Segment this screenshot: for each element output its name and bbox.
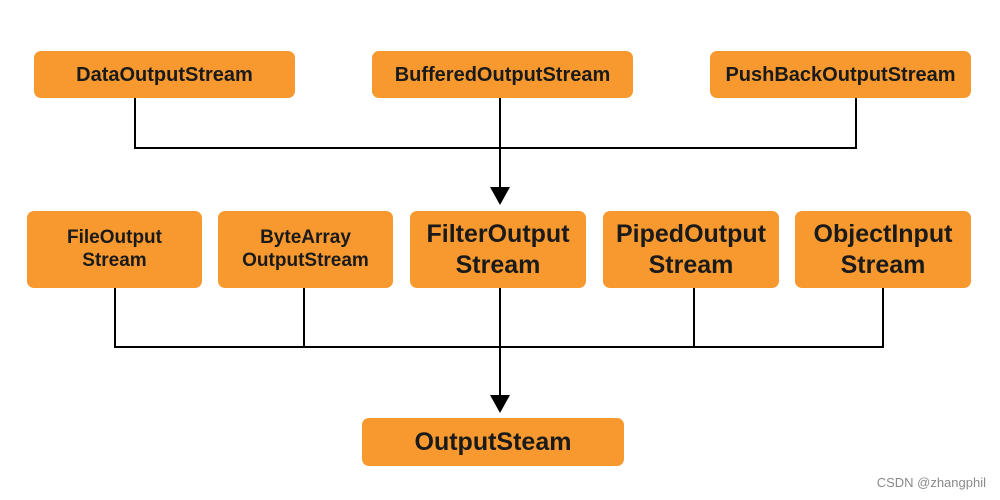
node-dataoutputstream: DataOutputStream <box>34 51 295 98</box>
node-bytearrayoutputstream: ByteArray OutputStream <box>218 211 393 288</box>
node-fileoutputstream: FileOutput Stream <box>27 211 202 288</box>
node-outputsteam: OutputSteam <box>362 418 624 466</box>
watermark: CSDN @zhangphil <box>876 475 986 490</box>
node-objectinputstream: ObjectInput Stream <box>795 211 971 288</box>
arrowhead-to-filteroutputstream <box>490 187 510 205</box>
node-pipedoutputstream: PipedOutput Stream <box>603 211 779 288</box>
node-bufferedoutputstream: BufferedOutputStream <box>372 51 633 98</box>
node-pushbackoutputstream: PushBackOutputStream <box>710 51 971 98</box>
arrowhead-to-outputsteam <box>490 395 510 413</box>
node-filteroutputstream: FilterOutput Stream <box>410 211 586 288</box>
